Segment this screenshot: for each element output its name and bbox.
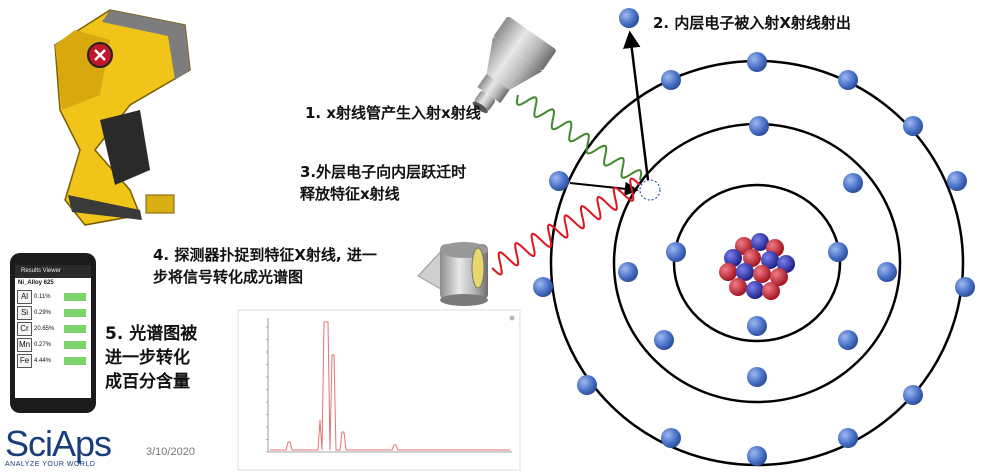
nucleon bbox=[736, 263, 754, 281]
electron bbox=[838, 70, 858, 90]
step-5-line-1: 5. 光谱图被 bbox=[105, 324, 198, 344]
element-row: Fe 4.44% bbox=[17, 354, 89, 368]
spectrum-axis-ticks bbox=[266, 326, 268, 453]
element-value: 0.27% bbox=[34, 342, 52, 348]
characteristic-xray-wave bbox=[491, 177, 641, 276]
element-symbol: Al bbox=[17, 290, 32, 304]
electron bbox=[533, 277, 553, 297]
electron bbox=[947, 171, 967, 191]
element-row: Mn 0.27% bbox=[17, 338, 89, 352]
electron bbox=[838, 330, 858, 350]
nucleon bbox=[761, 251, 779, 269]
nucleon bbox=[751, 233, 769, 251]
step-4-label: 4. 探测器扑捉到特征X射线, 进一 步将信号转化成光谱图 bbox=[153, 244, 377, 288]
ejection-arrow bbox=[623, 30, 650, 181]
phone-app-title: Results Viewer bbox=[15, 265, 91, 278]
element-row: Si 0.29% bbox=[17, 306, 89, 320]
element-bar bbox=[64, 309, 86, 317]
element-symbol: Cr bbox=[17, 322, 32, 336]
element-value: 20.65% bbox=[34, 326, 55, 332]
orbit-inner bbox=[672, 183, 842, 343]
ejected-electron bbox=[619, 8, 639, 28]
phone-results-viewer: Results Viewer Ni_Alloy 625 Al 0.11% Si … bbox=[10, 253, 96, 413]
sciaps-logo: SciAps ANALYZE YOUR WORLD bbox=[0, 423, 130, 473]
step-1-label: 1. x射线管产生入射x射线 bbox=[305, 104, 481, 122]
electron bbox=[955, 277, 975, 297]
element-value: 0.29% bbox=[34, 310, 52, 316]
electron bbox=[747, 367, 767, 387]
step-3-line-2: 释放特征x射线 bbox=[300, 185, 400, 203]
electron bbox=[828, 242, 848, 262]
step-4-line-1: 4. 探测器扑捉到特征X射线, 进一 bbox=[153, 246, 377, 264]
nucleon bbox=[743, 249, 761, 267]
nucleon bbox=[770, 268, 788, 286]
detector bbox=[417, 242, 488, 306]
element-bar bbox=[64, 293, 86, 301]
spectrum-plot bbox=[237, 309, 521, 471]
phone-sample-name: Ni_Alloy 625 bbox=[18, 280, 54, 286]
element-symbol: Si bbox=[17, 306, 32, 320]
electron bbox=[747, 446, 767, 466]
element-symbol: Fe bbox=[17, 354, 32, 368]
electron bbox=[749, 116, 769, 136]
element-row: Al 0.11% bbox=[17, 290, 89, 304]
atom bbox=[533, 8, 975, 467]
step-5-label: 5. 光谱图被 进一步转化 成百分含量 bbox=[105, 322, 215, 394]
electron-vacancy bbox=[639, 179, 661, 201]
electron bbox=[903, 385, 923, 405]
xray-tube bbox=[472, 16, 556, 114]
step-3-line-1: 3.外层电子向内层跃迁时 bbox=[300, 163, 467, 181]
logo-tagline: ANALYZE YOUR WORLD bbox=[5, 461, 96, 468]
step-4-line-2: 步将信号转化成光谱图 bbox=[153, 268, 304, 286]
nucleus bbox=[719, 233, 795, 300]
element-value: 0.11% bbox=[34, 294, 51, 300]
nucleon bbox=[746, 281, 764, 299]
element-symbol: Mn bbox=[17, 338, 32, 352]
electron bbox=[838, 428, 858, 448]
logo-text: SciAps bbox=[5, 423, 112, 464]
step-5-line-2: 进一步转化 bbox=[105, 348, 190, 368]
nucleon bbox=[724, 249, 742, 267]
step-2-label: 2. 内层电子被入射X射线射出 bbox=[653, 14, 851, 32]
step-5-line-3: 成百分含量 bbox=[105, 372, 190, 392]
electron bbox=[747, 316, 767, 336]
handheld-xrf-analyzer-image bbox=[54, 9, 191, 226]
electron bbox=[577, 375, 597, 395]
step-3-label: 3.外层电子向内层跃迁时 释放特征x射线 bbox=[300, 161, 466, 205]
element-bar bbox=[64, 341, 86, 349]
element-row: Cr 20.65% bbox=[17, 322, 89, 336]
transition-arrow bbox=[569, 181, 639, 196]
electron bbox=[549, 171, 569, 191]
element-bar bbox=[64, 325, 86, 333]
phone-screen: Results Viewer Ni_Alloy 625 Al 0.11% Si … bbox=[15, 265, 91, 398]
electron bbox=[666, 242, 686, 262]
element-value: 4.44% bbox=[34, 358, 52, 364]
incident-xray-wave bbox=[515, 94, 643, 181]
nucleon bbox=[762, 282, 780, 300]
spectrum-line bbox=[270, 321, 510, 451]
electron bbox=[661, 70, 681, 90]
electron bbox=[877, 262, 897, 282]
nucleon bbox=[729, 278, 747, 296]
electron bbox=[618, 262, 638, 282]
nucleon bbox=[719, 263, 737, 281]
electron bbox=[903, 116, 923, 136]
electron bbox=[654, 330, 674, 350]
electron bbox=[747, 52, 767, 72]
nucleon bbox=[753, 265, 771, 283]
slide-date: 3/10/2020 bbox=[146, 446, 195, 458]
electron bbox=[843, 173, 863, 193]
electron bbox=[661, 428, 681, 448]
element-bar bbox=[64, 357, 86, 365]
